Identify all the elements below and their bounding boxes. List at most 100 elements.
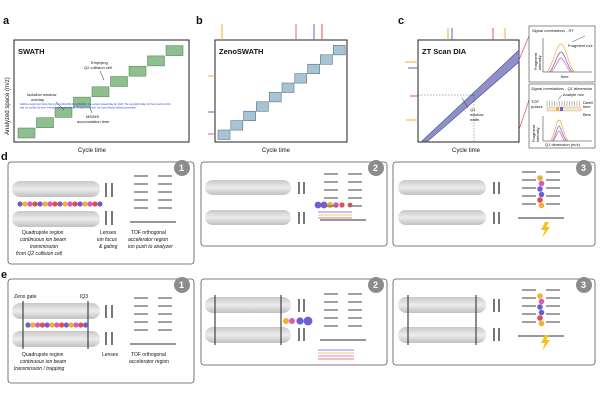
annot-emptying-pointer [99,70,105,81]
e-zeno-gate: Zeno gate [14,294,37,300]
ion [63,322,69,328]
inset-q1-tof-2: pulses [531,104,543,109]
e3-tof-plates [518,289,564,337]
ion [92,201,98,207]
annot-msms-pointer [89,107,93,114]
inset-rt-xlabel: time [561,74,569,79]
annot-msms: MS/MS [86,114,99,119]
e-quad-1: Quadrupole region [22,352,64,358]
d-step2-badge [368,160,384,176]
tof-pulse-ticks [546,101,580,106]
ion [339,202,345,208]
d-lenses-2: ion focus [97,237,118,243]
d2-quad-rod-bottom [205,210,291,225]
ion [52,201,58,207]
ion [32,201,38,207]
x-axis-label-b: Cycle time [262,148,291,154]
d-step2-number: 2 [373,163,378,173]
ion [57,201,63,207]
ion [314,201,322,209]
annot-isolation-pointer [55,101,65,111]
ion [320,201,328,209]
swath-window [165,45,184,56]
panel-b-zenoswath: ZenoSWATH Cycle time [208,24,348,154]
swath-window [17,127,36,139]
ion [303,316,313,326]
swath-window [91,86,110,98]
ion [37,201,43,207]
e1-tof-plates [130,297,176,345]
inset-rt-legend: Fragment m/z [568,43,593,48]
x-axis-label-a: Cycle time [78,148,107,154]
e1-quad-rod-bottom [12,331,100,347]
ion [538,180,545,187]
ion [54,322,60,328]
inset-q1-analyte-pointer [557,94,563,101]
zeno-window [256,101,269,112]
ion [77,201,83,207]
e2-released-ions [283,316,313,326]
ion [327,202,333,208]
annot-q2-cell: Q2 collision cell [84,65,112,70]
ion [17,201,23,207]
d-quad-2: continuous ion beam [20,237,66,243]
inset-rt-peak-pink [550,57,572,73]
e3-ion-column [537,293,545,327]
ztscan-title: ZT Scan DIA [422,47,467,56]
panel-letter-b: b [196,15,203,27]
d2-motion-arrows [318,211,352,219]
swath-title: SWATH [18,47,45,56]
ion [35,322,41,328]
preprint-watermark-line1: bioRxiv preprint doi: https://doi.org/10… [20,103,171,106]
zeno-window [268,92,282,103]
inset-q1-tof-1: TOF [531,99,539,104]
d-quad-3: transmission [30,244,58,250]
e-step3-number: 3 [581,280,586,290]
ion [537,315,543,321]
d2-quad-rod-top [205,180,291,195]
leader-line-top [518,35,530,61]
preprint-watermark-line2: was not certified by peer review) is the… [20,107,137,110]
zeno-spectrum-spikes [208,24,323,135]
inset-rt-peak-purple [548,51,574,73]
ion [59,322,65,328]
swath-window [36,117,54,128]
ion [538,320,545,327]
zenoswath-isolation-windows [217,45,346,140]
ion [538,298,545,305]
e-step1-number: 1 [179,280,184,290]
zeno-window [230,120,244,131]
panel-letter-a: a [3,15,10,27]
window-label: window [470,112,483,117]
annot-overlap: overlap [31,97,45,102]
swath-window [73,96,91,108]
d-quad-4: from Q2 collision cell [16,251,63,257]
inset-q1-peak-purple [551,125,568,142]
d3-ion-column [537,175,545,209]
swath-isolation-windows [17,45,184,139]
e2-motion-arrows [318,349,354,360]
ion [27,201,33,207]
x-axis-label-c: Cycle time [452,148,481,154]
d-step3-badge [576,160,592,176]
inset-q1-bins: Bins [583,112,591,117]
e3-quad-rod-bottom [398,327,486,343]
d-step1-badge [174,160,190,176]
ion [49,322,55,328]
ion [62,201,68,207]
e2-quad-rod-top [205,297,291,313]
ion [78,322,84,328]
e2-tof-plates [320,293,366,341]
ztscan-window-pointer [461,97,469,109]
zeno-window [243,110,256,121]
inset-q1-dwell-1: Dwell [583,100,593,105]
ion [537,197,543,203]
d-lenses-3: & gating [99,244,118,250]
ion [22,201,28,207]
d3-push-pulse-icon [541,222,550,238]
inset-q1-peak-pink [552,130,566,142]
d1-quad-rod-bottom [12,211,100,227]
zeno-window [307,63,320,74]
ion [283,318,289,324]
inset-q1-xlabel: Q1 dimension (m/z) [545,142,581,147]
